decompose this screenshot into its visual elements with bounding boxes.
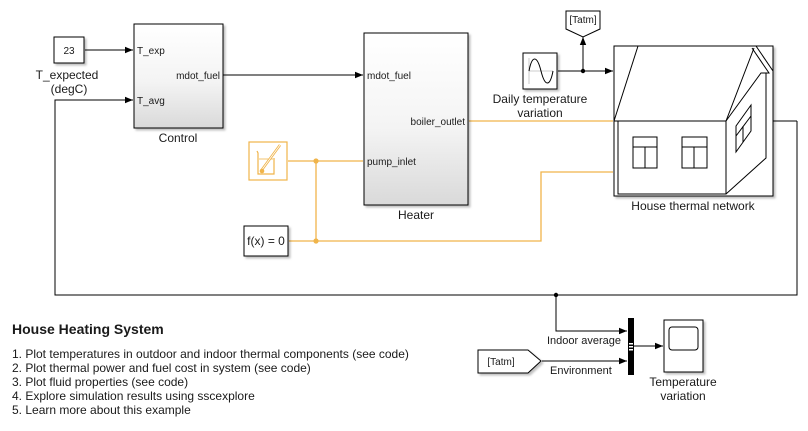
sine-wave-block[interactable]: Daily temperature variation	[493, 52, 588, 120]
house-icon	[613, 45, 774, 195]
signal-label-environment: Environment	[550, 365, 612, 377]
reservoir-block[interactable]	[248, 141, 288, 181]
port-t-exp: T_exp	[137, 46, 165, 57]
house-thermal-network-block[interactable]: House thermal network	[613, 45, 774, 213]
solver-configuration-block[interactable]: f(x) = 0	[243, 225, 289, 257]
note-link-plot-temperatures[interactable]: 1. Plot temperatures in outdoor and indo…	[12, 347, 409, 361]
note-link-plot-thermal-power[interactable]: 2. Plot thermal power and fuel cost in s…	[12, 361, 311, 375]
heater-subsystem[interactable]: mdot_fuel pump_inlet boiler_outlet Heate…	[363, 32, 469, 222]
constant-block[interactable]: 23 T_expected (degC)	[36, 36, 99, 96]
from-tag: [Tatm]	[487, 357, 514, 368]
constant-value: 23	[63, 46, 75, 57]
goto-tag: [Tatm]	[569, 15, 596, 26]
notes-title: House Heating System	[12, 321, 164, 337]
heater-label: Heater	[398, 208, 434, 222]
mux-block[interactable]	[628, 318, 634, 375]
signal-label-indoor: Indoor average	[547, 335, 621, 347]
note-link-plot-fluid-properties[interactable]: 3. Plot fluid properties (see code)	[12, 375, 189, 389]
physical-connections	[288, 120, 613, 244]
constant-label-line2: (degC)	[51, 82, 88, 96]
signal-lines	[54, 37, 798, 365]
thermal-liquid-reservoir-icon	[256, 144, 282, 175]
goto-tatm-block[interactable]: [Tatm]	[565, 10, 601, 38]
line-feedback-to-control[interactable]	[54, 96, 798, 296]
junction-point	[313, 238, 319, 244]
scope-label-line1: Temperature	[649, 375, 717, 389]
conn-solver-to-house[interactable]	[289, 171, 613, 242]
sine-label-line1: Daily temperature	[493, 92, 588, 106]
control-label: Control	[159, 131, 198, 145]
scope-label-line2: variation	[660, 389, 705, 403]
branch-point	[553, 292, 559, 298]
port-mdot-fuel-in: mdot_fuel	[367, 71, 411, 82]
house-label: House thermal network	[631, 199, 755, 213]
notes-list: 1. Plot temperatures in outdoor and indo…	[12, 347, 409, 417]
scope-screen-icon	[668, 326, 699, 351]
constant-label-line1: T_expected	[36, 68, 99, 82]
sine-wave-icon	[528, 58, 554, 84]
control-subsystem[interactable]: T_exp T_avg mdot_fuel Control	[133, 23, 224, 145]
note-link-sscexplore[interactable]: 4. Explore simulation results using ssce…	[12, 389, 255, 403]
branch-point	[580, 68, 586, 74]
port-t-avg: T_avg	[137, 96, 165, 107]
line-indoor-average[interactable]	[555, 295, 627, 335]
junction-point	[313, 158, 319, 164]
note-link-learn-more[interactable]: 5. Learn more about this example	[12, 403, 191, 417]
port-boiler-outlet: boiler_outlet	[411, 117, 466, 128]
model-annotation: House Heating System 1. Plot temperature…	[12, 321, 409, 417]
scope-block[interactable]: Temperature variation	[649, 319, 717, 403]
sine-label-line2: variation	[517, 106, 562, 120]
solver-label: f(x) = 0	[247, 234, 285, 248]
port-pump-inlet: pump_inlet	[367, 157, 416, 168]
from-tatm-block[interactable]: [Tatm]	[477, 349, 542, 374]
port-mdot-fuel-out: mdot_fuel	[176, 71, 220, 82]
